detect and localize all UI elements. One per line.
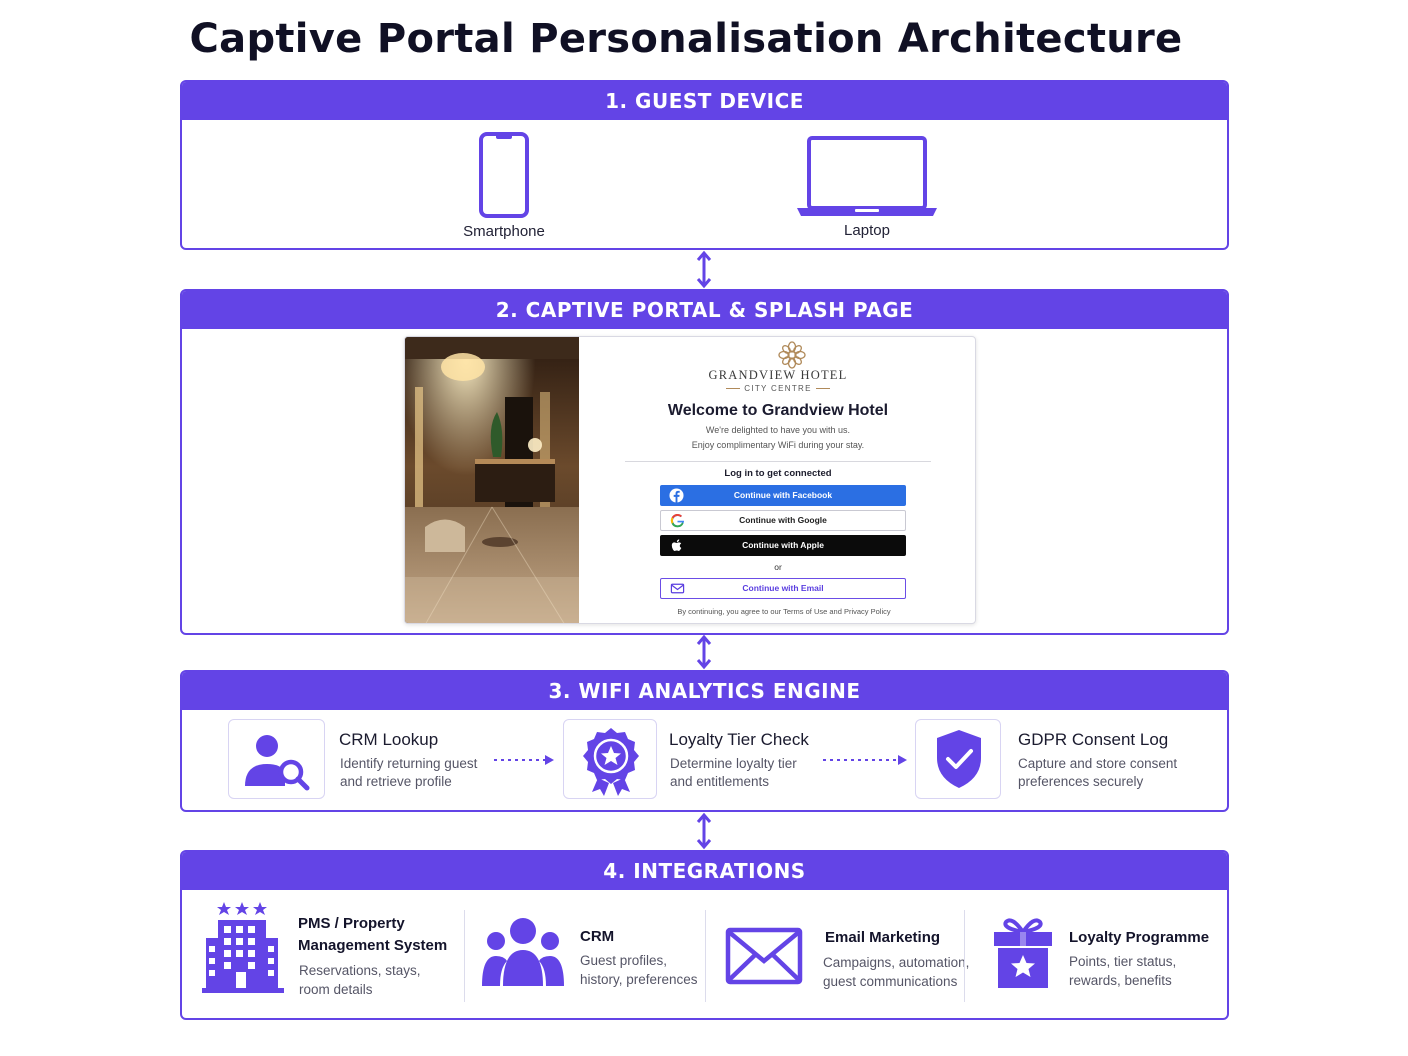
dotted-arrow-icon — [494, 755, 554, 765]
loyalty-programme-title: Loyalty Programme — [1069, 929, 1210, 946]
crm-lookup-icon-box — [228, 719, 325, 799]
section-header: 2. CAPTIVE PORTAL & SPLASH PAGE — [182, 291, 1227, 329]
section-header: 4. INTEGRATIONS — [182, 852, 1227, 890]
smartphone-device: Smartphone — [452, 131, 556, 240]
facebook-icon — [669, 488, 684, 503]
pms-desc: Reservations, stays, room details — [299, 963, 421, 997]
user-search-icon — [245, 735, 310, 791]
divider — [705, 910, 706, 1002]
google-login-button[interactable]: Continue with Google — [660, 510, 906, 531]
badge-star-icon — [583, 728, 639, 796]
email-icon — [670, 583, 685, 594]
hotel-lobby-image — [405, 337, 579, 623]
divider — [964, 910, 965, 1002]
hotel-brand-name: GRANDVIEW HOTEL — [708, 368, 848, 382]
wifi-analytics-section: 3. WIFI ANALYTICS ENGINE CRM Lookup Iden… — [180, 670, 1229, 812]
guest-device-section: 1. GUEST DEVICE Smartphone Laptop — [180, 80, 1229, 250]
section-header: 3. WIFI ANALYTICS ENGINE — [182, 672, 1227, 710]
apple-icon — [671, 539, 682, 551]
loyalty-programme-desc: Points, tier status, rewards, benefits — [1069, 954, 1177, 988]
smartphone-icon — [479, 132, 529, 218]
section-header: 1. GUEST DEVICE — [182, 82, 1227, 120]
welcome-heading: Welcome to Grandview Hotel — [667, 402, 889, 419]
hotel-logo-icon — [778, 341, 806, 369]
divider — [625, 461, 931, 462]
splash-page: GRANDVIEW HOTEL CITY CENTRE Welcome to G… — [404, 336, 976, 624]
dotted-arrow-icon — [823, 755, 907, 765]
bidirectional-arrow-icon — [696, 812, 712, 850]
shield-check-icon — [937, 730, 981, 788]
envelope-icon — [725, 927, 803, 985]
facebook-login-button[interactable]: Continue with Facebook — [660, 485, 906, 506]
crm-lookup-title: CRM Lookup — [339, 730, 439, 749]
gdpr-consent-title: GDPR Consent Log — [1018, 730, 1169, 749]
pms-title: PMS / Property Management System — [298, 915, 448, 954]
page-title: Captive Portal Personalisation Architect… — [189, 16, 1183, 62]
integrations-section: 4. INTEGRATIONS PMS / Property Managemen… — [180, 850, 1229, 1020]
google-icon — [670, 513, 685, 528]
laptop-label: Laptop — [844, 222, 890, 239]
people-icon — [482, 918, 564, 986]
crm-title: CRM — [580, 928, 615, 945]
smartphone-label: Smartphone — [463, 223, 545, 240]
bidirectional-arrow-icon — [696, 634, 712, 670]
bidirectional-arrow-icon — [696, 250, 712, 289]
welcome-tagline: We're delighted to have you with us. Enj… — [691, 425, 865, 450]
or-separator: or — [774, 562, 782, 572]
email-marketing-title: Email Marketing — [825, 929, 941, 946]
hotel-building-icon — [202, 902, 284, 993]
hotel-brand-subtitle: CITY CENTRE — [579, 384, 975, 393]
crm-lookup-desc: Identify returning guest and retrieve pr… — [340, 756, 478, 789]
gift-star-icon — [994, 918, 1052, 988]
crm-desc: Guest profiles, history, preferences — [580, 953, 698, 987]
divider — [464, 910, 465, 1002]
apple-login-button[interactable]: Continue with Apple — [660, 535, 906, 556]
captive-portal-section: 2. CAPTIVE PORTAL & SPLASH PAGE — [180, 289, 1229, 635]
terms-notice: By continuing, you agree to our Terms of… — [677, 607, 891, 616]
laptop-icon — [797, 136, 937, 216]
laptop-device: Laptop — [795, 134, 939, 239]
email-login-button[interactable]: Continue with Email — [660, 578, 906, 599]
gdpr-consent-icon-box — [915, 719, 1001, 799]
loyalty-tier-title: Loyalty Tier Check — [669, 730, 809, 749]
gdpr-consent-desc: Capture and store consent preferences se… — [1018, 756, 1178, 789]
email-marketing-desc: Campaigns, automation, guest communicati… — [823, 955, 970, 989]
loyalty-tier-desc: Determine loyalty tier and entitlements — [670, 756, 797, 789]
loyalty-tier-icon-box — [563, 719, 657, 799]
login-title: Log in to get connected — [724, 468, 832, 479]
splash-login-panel: GRANDVIEW HOTEL CITY CENTRE Welcome to G… — [579, 337, 975, 623]
